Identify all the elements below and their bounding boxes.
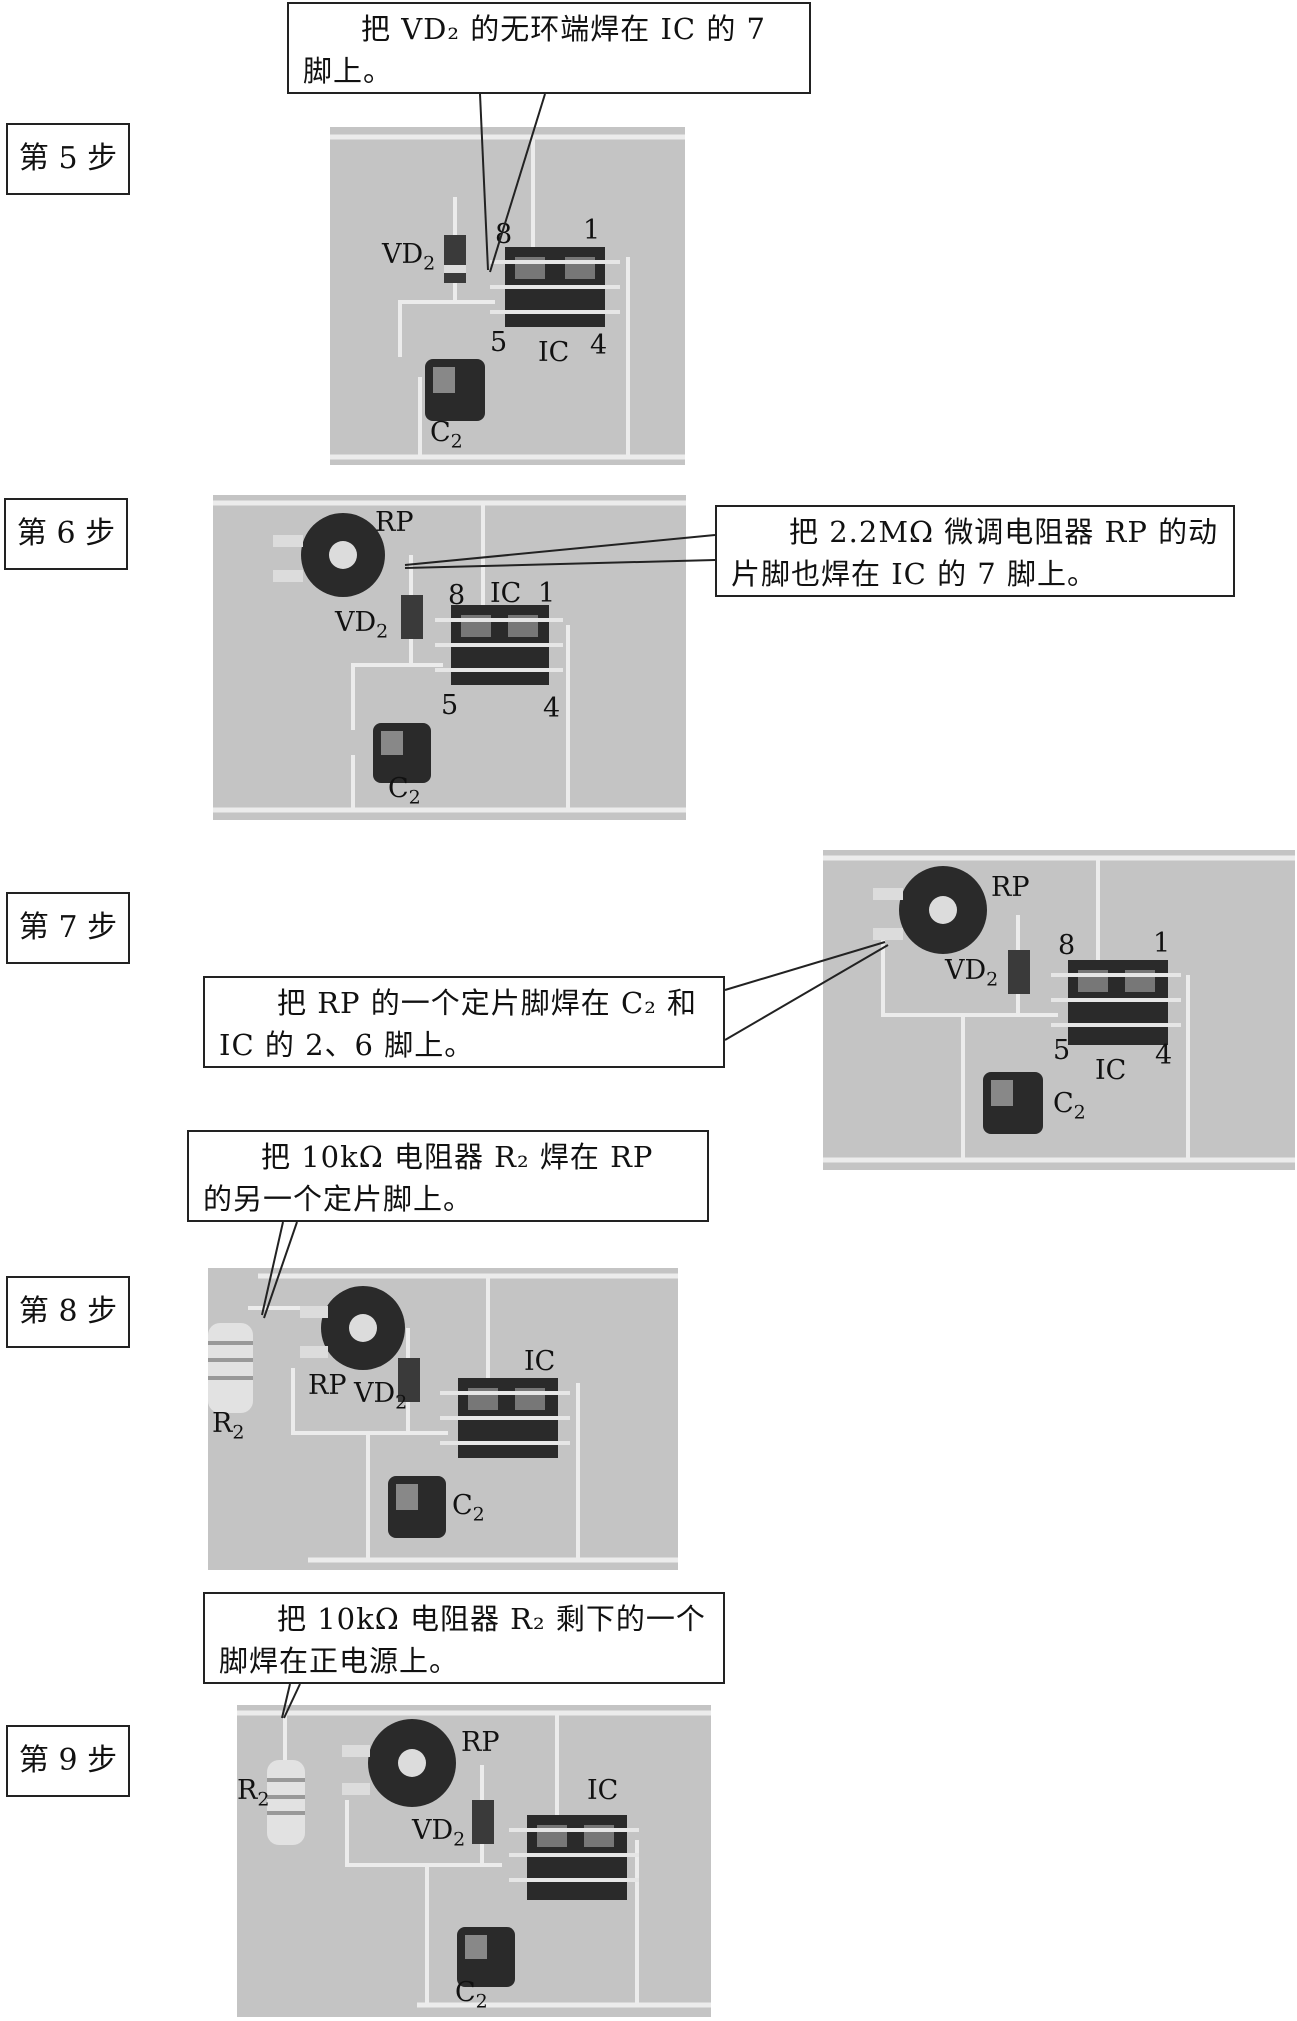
vd2-label: VD2: [382, 239, 436, 275]
step-8-callout: 把 10kΩ 电阻器 R₂ 焊在 RP 的另一个定片脚上。: [187, 1130, 709, 1222]
step-6-label: 第 6 步: [4, 498, 128, 570]
pin-4-label: 4: [590, 330, 608, 361]
step-6-callout: 把 2.2MΩ 微调电阻器 RP 的动片脚也焊在 IC 的 7 脚上。: [715, 505, 1235, 597]
step-6-photo: RP VD2 8 IC 1 5 4 C2: [213, 495, 686, 820]
step-9-label: 第 9 步: [6, 1725, 130, 1797]
ic-label: IC: [587, 1775, 619, 1806]
pin-5-label: 5: [441, 690, 459, 721]
pin-4-label: 4: [543, 693, 561, 724]
circuit-photo-5: [330, 134, 685, 460]
c2-label: C2: [455, 1977, 488, 2013]
step-9-callout: 把 10kΩ 电阻器 R₂ 剩下的一个脚焊在正电源上。: [203, 1592, 725, 1684]
pin-1-label: 1: [583, 215, 601, 246]
step-5-photo: VD2 8 1 5 IC 4 C2: [330, 127, 685, 465]
ic-label: IC: [538, 337, 570, 368]
pin-5-label: 5: [490, 327, 508, 358]
vd2-label: VD2: [945, 955, 999, 991]
pin-1-label: 1: [1153, 928, 1171, 959]
vd2-label: VD2: [354, 1378, 408, 1414]
step-7-label: 第 7 步: [6, 892, 130, 964]
c2-label: C2: [388, 773, 421, 809]
ic-label: IC: [1095, 1055, 1127, 1086]
pin-8-label: 8: [495, 219, 513, 250]
pin-4-label: 4: [1155, 1040, 1173, 1071]
c2-label: C2: [452, 1490, 485, 1526]
r2-label: R2: [237, 1775, 270, 1811]
c2-label: C2: [430, 417, 463, 453]
r2-label: R2: [212, 1408, 245, 1444]
step-8-label: 第 8 步: [6, 1276, 130, 1348]
circuit-photo-6: [213, 500, 686, 813]
vd2-label: VD2: [335, 607, 389, 643]
pin-8-label: 8: [1058, 930, 1076, 961]
pin-8-label: 8: [448, 580, 466, 611]
rp-label: RP: [991, 872, 1030, 903]
step-8-photo: IC RP VD2 R2 C2: [208, 1268, 678, 1570]
circuit-photo-8: [208, 1273, 678, 1563]
vd2-label: VD2: [412, 1815, 466, 1851]
rp-label: RP: [375, 507, 414, 538]
ic-label: IC: [490, 578, 522, 609]
step-9-photo: RP R2 IC VD2 C2: [237, 1705, 711, 2017]
rp-label: RP: [461, 1727, 500, 1758]
step-7-photo: RP VD2 8 1 5 IC 4 C2: [823, 850, 1295, 1170]
circuit-photo-9: [237, 1710, 711, 2008]
c2-label: C2: [1053, 1088, 1086, 1124]
step-5-callout: 把 VD₂ 的无环端焊在 IC 的 7 脚上。: [287, 2, 811, 94]
pin-1-label: 1: [538, 578, 556, 609]
rp-label: RP: [308, 1370, 347, 1401]
ic-label: IC: [524, 1346, 556, 1377]
pin-5-label: 5: [1053, 1035, 1071, 1066]
circuit-photo-7: [823, 855, 1295, 1163]
step-5-label: 第 5 步: [6, 123, 130, 195]
step-7-callout: 把 RP 的一个定片脚焊在 C₂ 和 IC 的 2、6 脚上。: [203, 976, 725, 1068]
